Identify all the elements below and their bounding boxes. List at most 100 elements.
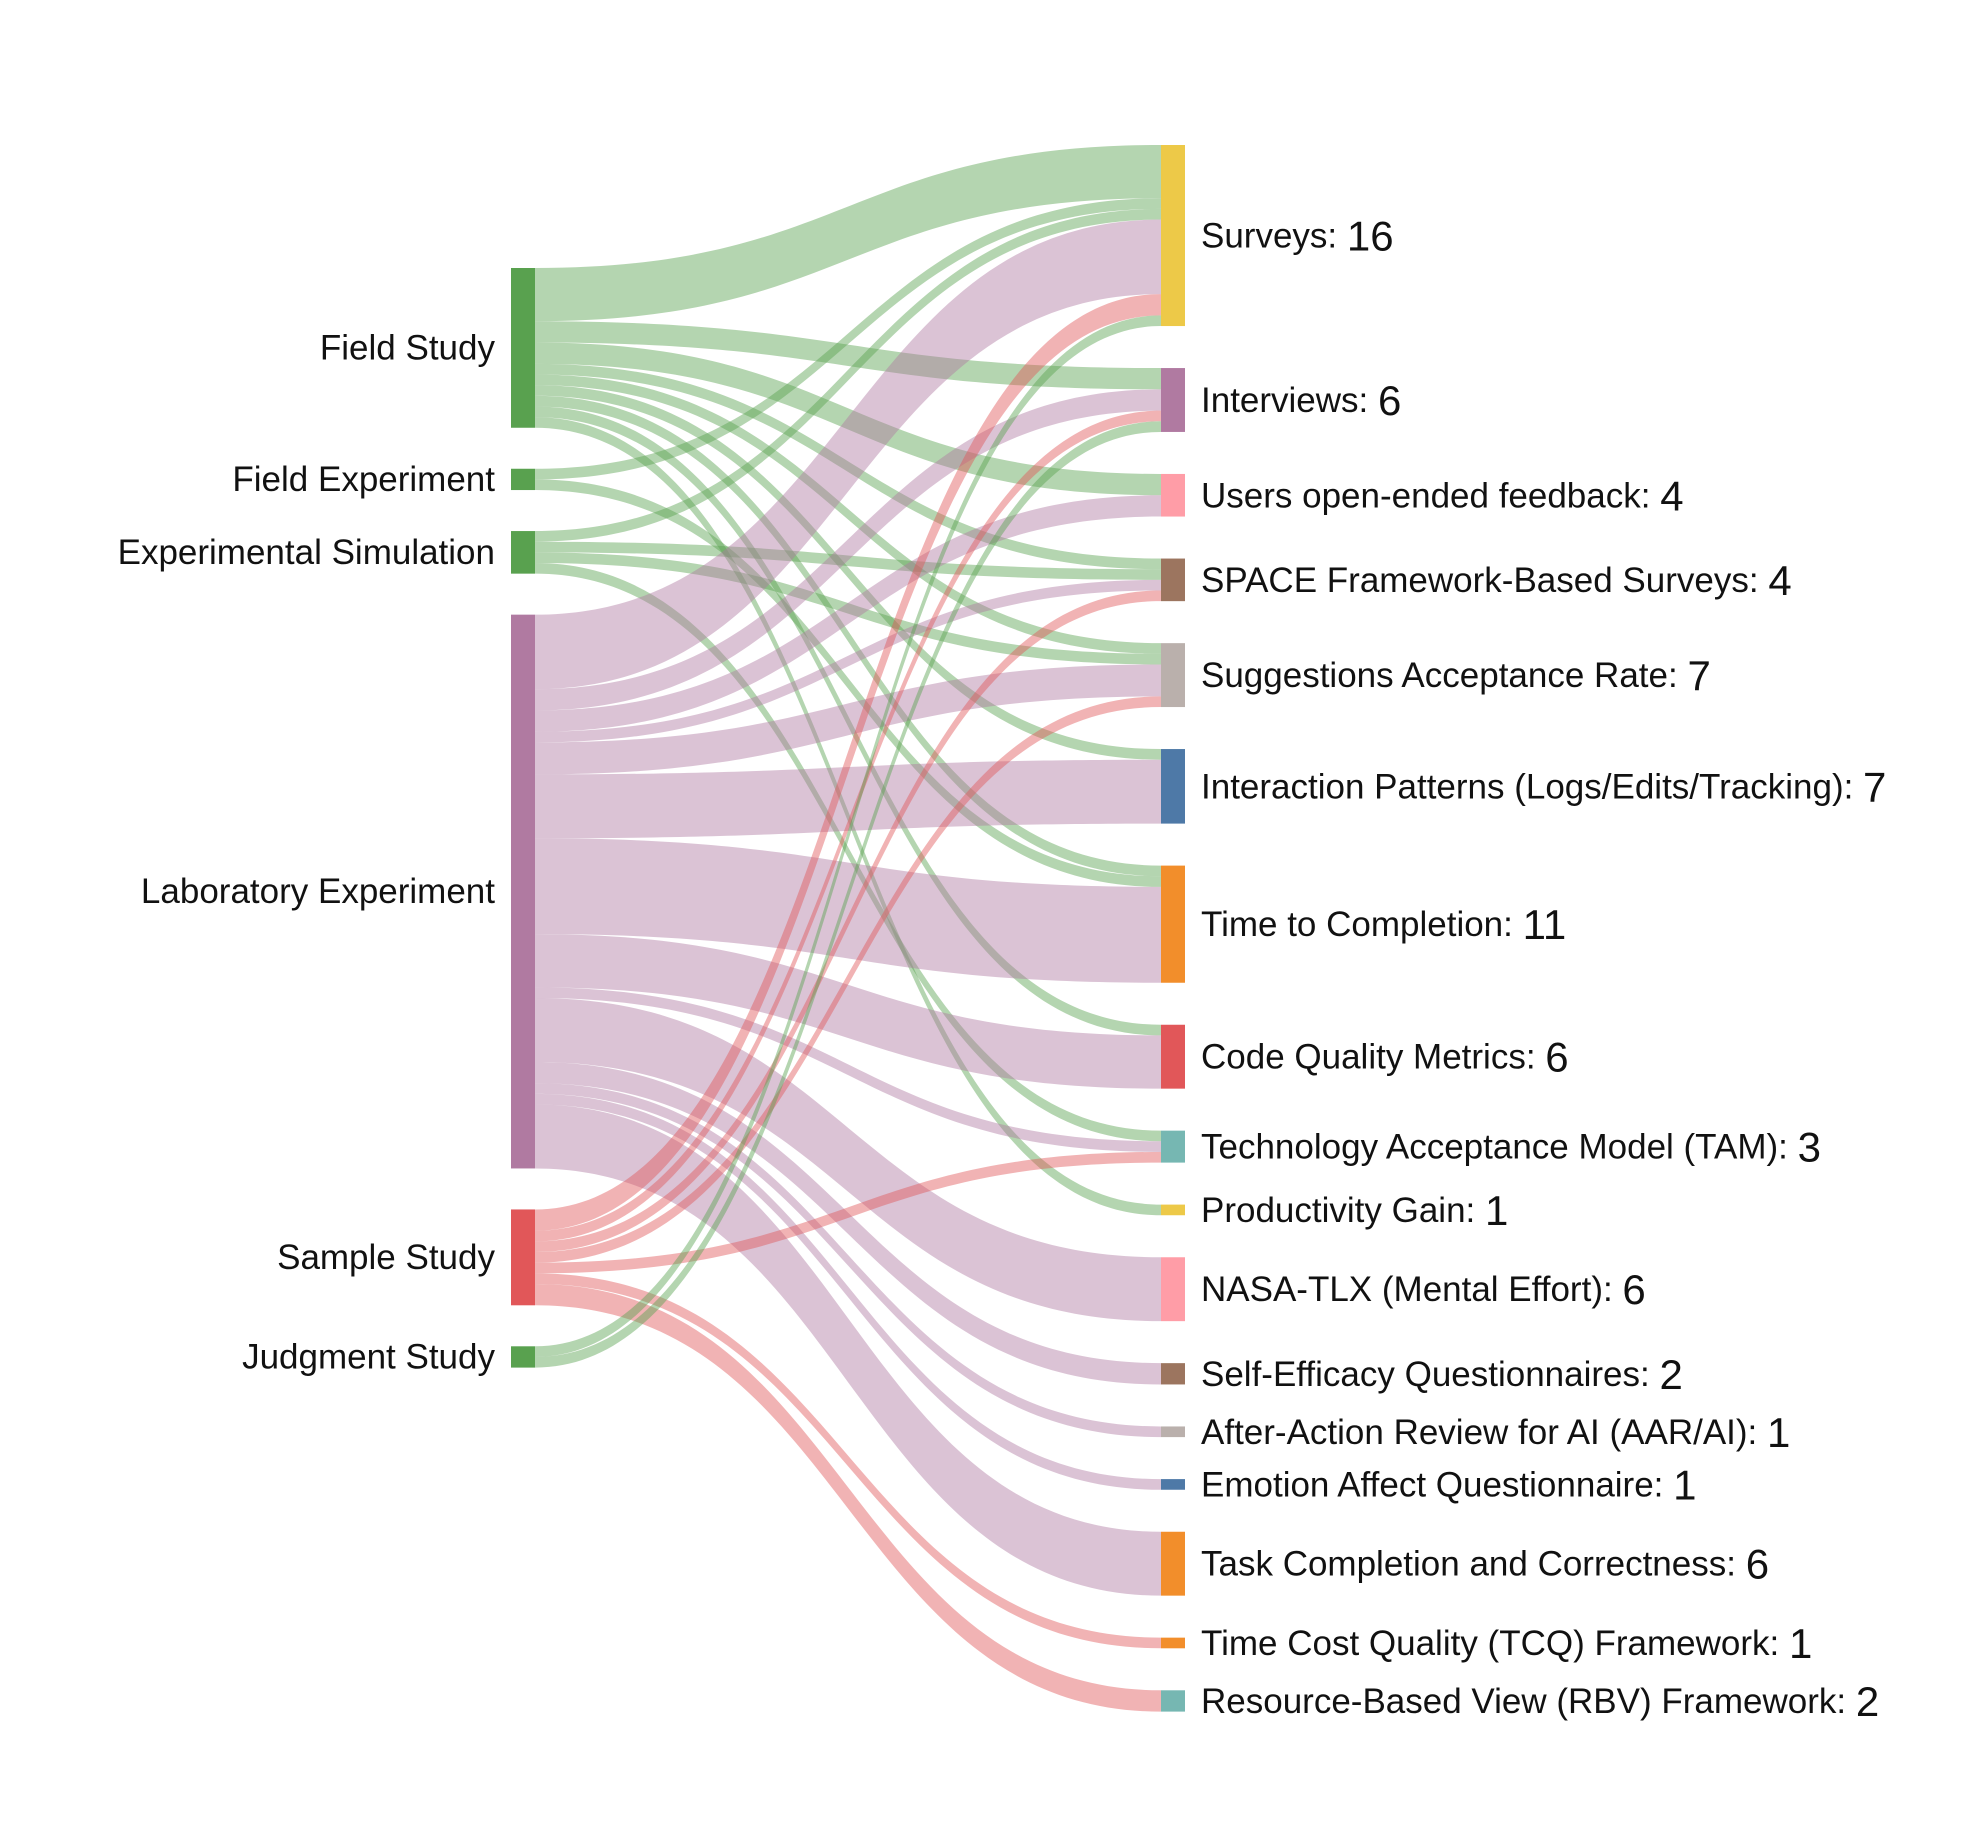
link-laboratory-experiment-to-time-completion [535,838,1161,983]
link-laboratory-experiment-to-interviews [535,389,1161,711]
target-label-open-feedback: Users open-ended feedback: 4 [1201,472,1684,519]
target-label-text: Resource-Based View (RBV) Framework: [1201,1681,1856,1720]
link-field-study-to-time-completion [535,395,1161,877]
target-node-nasa-tlx [1161,1257,1185,1322]
link-judgment-study-to-interviews [535,421,1161,1368]
target-count: 16 [1347,212,1394,259]
target-label-rbv: Resource-Based View (RBV) Framework: 2 [1201,1677,1879,1724]
target-count: 3 [1798,1123,1821,1170]
target-label-text: Time Cost Quality (TCQ) Framework: [1201,1623,1789,1662]
target-label-text: Code Quality Metrics: [1201,1037,1545,1076]
target-count: 1 [1789,1619,1812,1666]
link-laboratory-experiment-to-self-efficacy [535,1061,1161,1385]
target-label-surveys: Surveys: 16 [1201,212,1394,259]
target-count: 2 [1856,1677,1879,1724]
link-field-study-to-code-quality [535,406,1161,1036]
source-node-sample-study [511,1209,535,1306]
link-sample-study-to-surveys [535,294,1161,1231]
link-laboratory-experiment-to-code-quality [535,934,1161,1089]
target-label-text: Emotion Affect Questionnaire: [1201,1465,1673,1504]
source-label-laboratory-experiment: Laboratory Experiment [141,872,495,911]
target-label-text: SPACE Framework-Based Surveys: [1201,560,1768,599]
target-node-interaction [1161,749,1185,824]
target-label-tam: Technology Acceptance Model (TAM): 3 [1201,1123,1821,1170]
target-node-space [1161,558,1185,602]
link-field-study-to-productivity [535,417,1161,1216]
target-count: 6 [1622,1266,1645,1313]
target-label-aar-ai: After-Action Review for AI (AAR/AI): 1 [1201,1408,1790,1455]
target-label-text: After-Action Review for AI (AAR/AI): [1201,1412,1767,1451]
link-laboratory-experiment-to-nasa-tlx [535,998,1161,1322]
source-node-field-experiment [511,468,535,491]
link-laboratory-experiment-to-surveys [535,219,1161,690]
source-label-judgment-study: Judgment Study [242,1337,495,1376]
target-label-productivity: Productivity Gain: 1 [1201,1186,1508,1233]
target-node-tam [1161,1130,1185,1163]
target-node-tcq [1161,1637,1185,1649]
target-label-acceptance-rate: Suggestions Acceptance Rate: 7 [1201,652,1711,699]
target-label-text: Self-Efficacy Questionnaires: [1201,1354,1659,1393]
target-node-emotion [1161,1479,1185,1490]
target-label-text: Suggestions Acceptance Rate: [1201,656,1687,695]
target-node-surveys [1161,145,1185,327]
target-label-interaction: Interaction Patterns (Logs/Edits/Trackin… [1201,763,1886,810]
source-label-field-experiment: Field Experiment [232,460,495,499]
link-sample-study-to-tam [535,1151,1161,1274]
target-label-text: Task Completion and Correctness: [1201,1544,1746,1583]
target-node-acceptance-rate [1161,643,1185,708]
link-experimental-simulation-to-surveys [535,208,1161,542]
link-sample-study-to-interviews [535,410,1161,1242]
link-laboratory-experiment-to-aar-ai [535,1083,1161,1438]
target-node-time-completion [1161,865,1185,983]
link-field-study-to-space [535,363,1161,570]
target-node-self-efficacy [1161,1363,1185,1385]
target-label-tcq: Time Cost Quality (TCQ) Framework: 1 [1201,1619,1812,1666]
link-laboratory-experiment-to-tam [535,987,1161,1152]
link-laboratory-experiment-to-interaction [535,759,1161,839]
target-count: 6 [1545,1033,1568,1080]
target-node-rbv [1161,1690,1185,1712]
target-count: 4 [1768,556,1791,603]
target-label-time-completion: Time to Completion: 11 [1201,901,1566,948]
target-label-space: SPACE Framework-Based Surveys: 4 [1201,556,1792,603]
link-laboratory-experiment-to-open-feedback [535,495,1161,732]
link-field-study-to-open-feedback [535,342,1161,496]
sankey-links [535,145,1161,1712]
link-sample-study-to-acceptance-rate [535,696,1161,1263]
target-count: 1 [1673,1461,1696,1508]
target-node-open-feedback [1161,473,1185,517]
link-sample-study-to-space [535,590,1161,1253]
target-count: 7 [1863,763,1886,810]
target-count: 11 [1523,901,1567,948]
target-count: 7 [1687,652,1710,699]
link-experimental-simulation-to-space [535,541,1161,580]
link-sample-study-to-tcq [535,1273,1161,1649]
target-count: 1 [1485,1186,1508,1233]
target-node-task-completion [1161,1531,1185,1596]
target-label-text: Technology Acceptance Model (TAM): [1201,1127,1798,1166]
target-label-interviews: Interviews: 6 [1201,377,1401,424]
link-field-study-to-interviews [535,321,1161,390]
target-node-code-quality [1161,1024,1185,1089]
link-experimental-simulation-to-acceptance-rate [535,552,1161,665]
source-node-laboratory-experiment [511,614,535,1169]
link-laboratory-experiment-to-acceptance-rate [535,664,1161,775]
link-field-study-to-surveys [535,145,1161,322]
target-label-text: Productivity Gain: [1201,1190,1485,1229]
target-label-self-efficacy: Self-Efficacy Questionnaires: 2 [1201,1350,1683,1397]
link-laboratory-experiment-to-emotion [535,1093,1161,1490]
target-label-text: Surveys: [1201,216,1347,255]
link-field-experiment-to-surveys [535,198,1161,480]
target-node-interviews [1161,368,1185,432]
target-count: 6 [1378,377,1401,424]
source-node-field-study [511,268,535,428]
link-experimental-simulation-to-tam [535,563,1161,1142]
link-field-study-to-interaction [535,385,1161,760]
link-field-study-to-acceptance-rate [535,374,1161,654]
target-label-emotion: Emotion Affect Questionnaire: 1 [1201,1461,1696,1508]
target-label-code-quality: Code Quality Metrics: 6 [1201,1033,1569,1080]
target-label-text: Users open-ended feedback: [1201,476,1660,515]
target-node-productivity [1161,1204,1185,1216]
